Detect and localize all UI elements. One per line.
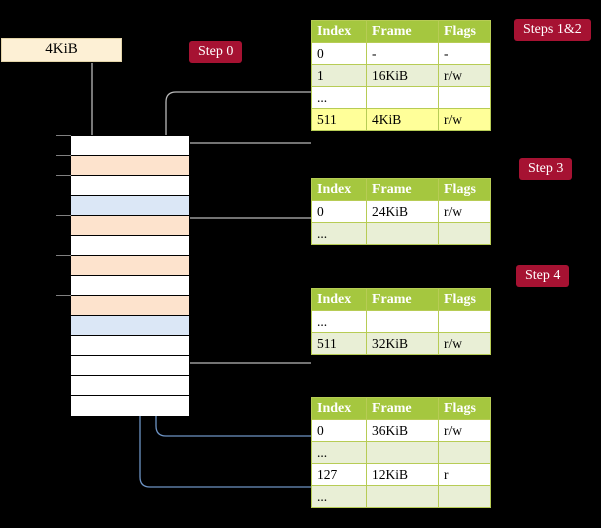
table-cell — [366, 485, 439, 508]
memory-frame-row — [71, 276, 189, 296]
badge-label: Step 4 — [525, 268, 561, 283]
table-row: ... — [311, 86, 491, 109]
memory-frame-row — [71, 296, 189, 316]
table-row: ... — [311, 310, 491, 333]
memory-frame-row — [71, 256, 189, 276]
memory-frame-row — [71, 236, 189, 256]
table-row: ... — [311, 485, 491, 508]
source-frame-label: 4KiB — [45, 41, 78, 57]
table-cell: ... — [311, 310, 367, 333]
table-cell — [438, 485, 491, 508]
memory-frame-row — [71, 216, 189, 236]
memory-tick-mark — [56, 295, 71, 296]
column-header-index: Index — [311, 397, 367, 420]
badge-step-0: Step 0 — [189, 41, 243, 63]
column-header-frame: Frame — [366, 20, 439, 43]
table-cell: 24KiB — [366, 200, 439, 223]
table-cell — [438, 86, 491, 109]
table-cell: ... — [311, 86, 367, 109]
table-cell: r/w — [438, 108, 491, 131]
table-cell — [366, 310, 439, 333]
column-header-frame: Frame — [366, 397, 439, 420]
table-cell: - — [438, 42, 491, 65]
badge-label: Steps 1&2 — [523, 22, 582, 37]
table-cell: 127 — [311, 463, 367, 486]
column-header-flags: Flags — [438, 20, 491, 43]
column-header-frame: Frame — [366, 178, 439, 201]
memory-tick-mark — [56, 135, 71, 136]
table-row: 0-- — [311, 42, 491, 65]
memory-tick-mark — [56, 155, 71, 156]
table-cell: r — [438, 463, 491, 486]
table-cell: 36KiB — [366, 419, 439, 442]
table-cell: 32KiB — [366, 332, 439, 355]
memory-frame-row — [71, 176, 189, 196]
column-header-flags: Flags — [438, 288, 491, 311]
table-row: ... — [311, 441, 491, 464]
table-cell: 0 — [311, 42, 367, 65]
column-header-index: Index — [311, 20, 367, 43]
memory-tick-mark — [56, 175, 71, 176]
column-header-index: Index — [311, 178, 367, 201]
table-cell: r/w — [438, 64, 491, 87]
table-cell: r/w — [438, 200, 491, 223]
badge-steps-1-2: Steps 1&2 — [514, 19, 591, 41]
table-cell: - — [366, 42, 439, 65]
table-cell — [366, 86, 439, 109]
memory-tick-mark — [56, 255, 71, 256]
table-cell: 1 — [311, 64, 367, 87]
table-cell — [438, 222, 491, 245]
badge-label: Step 0 — [198, 44, 234, 59]
memory-frame-row — [71, 356, 189, 376]
table-cell: r/w — [438, 419, 491, 442]
memory-frame-row — [71, 376, 189, 396]
physical-memory-column — [70, 135, 190, 416]
memory-frame-row — [71, 196, 189, 216]
table-cell — [366, 222, 439, 245]
table-cell — [438, 441, 491, 464]
memory-frame-row — [71, 336, 189, 356]
table-cell: ... — [311, 222, 367, 245]
table-cell: r/w — [438, 332, 491, 355]
table-cell: 511 — [311, 332, 367, 355]
badge-label: Step 3 — [528, 161, 564, 176]
memory-frame-row — [71, 136, 189, 156]
table-cell: 16KiB — [366, 64, 439, 87]
source-frame-box: 4KiB — [1, 38, 122, 62]
memory-tick-mark — [56, 215, 71, 216]
table-cell: 0 — [311, 419, 367, 442]
table-cell — [438, 310, 491, 333]
memory-frame-row — [71, 396, 189, 416]
table-cell: ... — [311, 485, 367, 508]
column-header-flags: Flags — [438, 397, 491, 420]
badge-step-4: Step 4 — [516, 265, 570, 287]
column-header-flags: Flags — [438, 178, 491, 201]
badge-step-3: Step 3 — [519, 158, 573, 180]
table-row: ... — [311, 222, 491, 245]
table-cell: 12KiB — [366, 463, 439, 486]
memory-frame-row — [71, 316, 189, 336]
table-cell: 0 — [311, 200, 367, 223]
table-cell: 511 — [311, 108, 367, 131]
column-header-index: Index — [311, 288, 367, 311]
table-cell: ... — [311, 441, 367, 464]
memory-frame-row — [71, 156, 189, 176]
table-cell: 4KiB — [366, 108, 439, 131]
column-header-frame: Frame — [366, 288, 439, 311]
table-cell — [366, 441, 439, 464]
